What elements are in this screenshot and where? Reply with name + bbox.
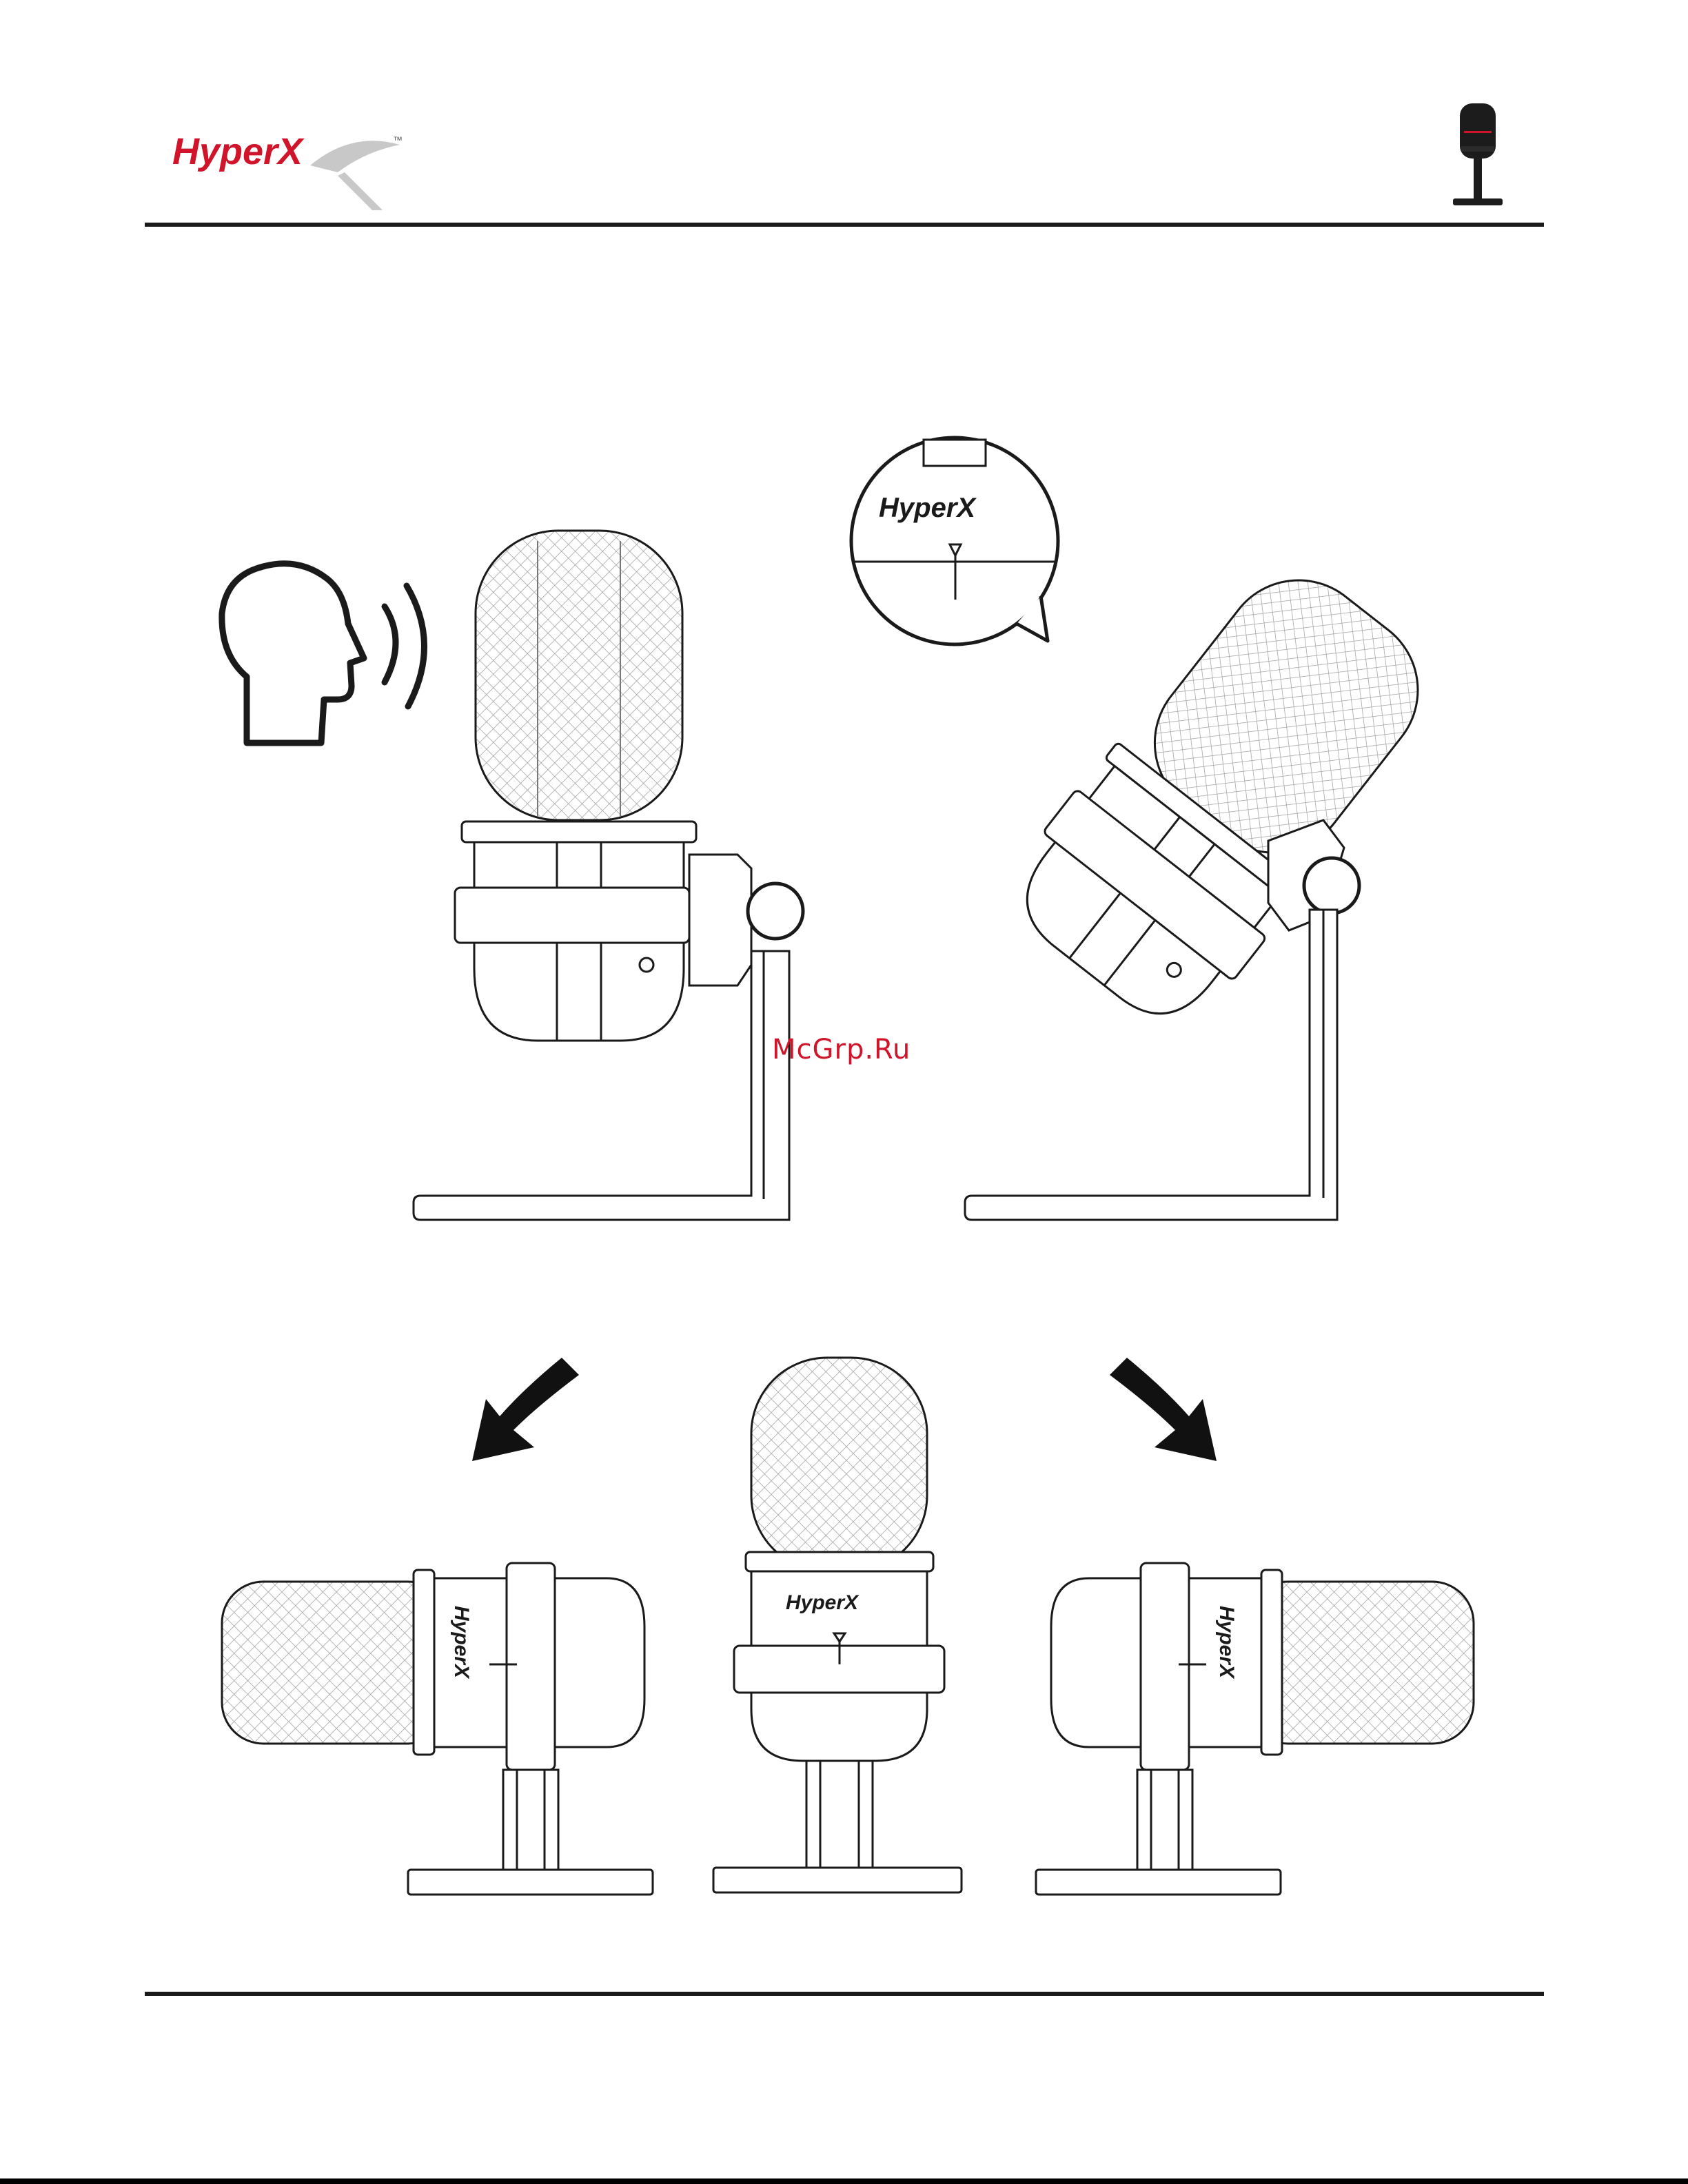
mic-grille <box>476 531 682 820</box>
rotate-right-arrow-icon <box>1103 1351 1227 1468</box>
sound-waves-icon <box>385 586 425 706</box>
product-thumbnail <box>1417 99 1541 216</box>
trademark-symbol: ™ <box>393 134 403 145</box>
figure-rotated-left: HyperX <box>214 1551 662 1930</box>
callout-logo-text: HyperX <box>879 493 977 523</box>
product-logo-left: HyperX <box>450 1606 473 1680</box>
figure-tilted-mic: HyperX <box>841 434 1503 1241</box>
figure-rotated-right: HyperX <box>1034 1551 1482 1930</box>
product-logo-right: HyperX <box>1215 1606 1238 1680</box>
logo-callout: HyperX <box>851 438 1058 644</box>
rotate-left-arrow-icon <box>462 1351 586 1468</box>
tilt-knob <box>748 884 803 939</box>
speaker-head-icon <box>222 564 364 743</box>
product-logo-front: HyperX <box>786 1591 860 1614</box>
header-divider <box>145 223 1544 227</box>
footer-divider <box>145 1992 1544 1996</box>
page-edge <box>0 2178 1688 2184</box>
hyperx-logo-text: HyperX <box>172 131 305 172</box>
figure-speaking-upright <box>207 510 827 1241</box>
hyperx-logo: HyperX ™ <box>172 124 420 214</box>
figure-front-view: HyperX <box>710 1351 972 1930</box>
tilt-knob-tilted <box>1304 858 1359 913</box>
